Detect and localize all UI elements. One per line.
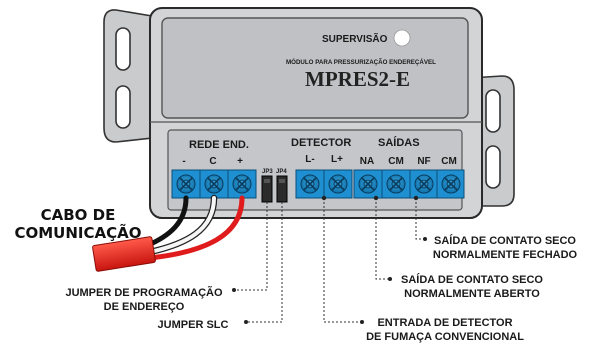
saidas-title: SAÍDAS [378,136,420,149]
contact-open-line1: SAÍDA DE CONTATO SECO [401,273,543,286]
terminal-screw [232,174,252,194]
contact-closed-line2: NORMALMENTE FECHADO [433,249,578,261]
jumper-prog-line2: DE ENDEREÇO [104,301,185,313]
supervision-label: SUPERVISÃO [322,32,388,45]
pin-label: C [209,156,216,167]
jumper-jp3 [261,175,273,203]
jumper-prog-line1: JUMPER DE PROGRAMAÇÃO [65,286,223,299]
supervision-led [393,29,411,47]
pin-label: CM [388,156,404,167]
cable-label-line1: CABO DE [41,206,116,224]
terminal-screw [204,174,224,194]
terminal-screw [414,174,434,194]
contact-open-line2: NORMALMENTE ABERTO [404,288,540,300]
contact-closed-line1: SAÍDA DE CONTATO SECO [434,234,576,247]
terminal-screw [300,174,320,194]
jumper-label: JP4 [276,169,287,175]
pin-label: NF [417,156,430,167]
model-title: MPRES2-E [305,67,410,91]
pin-label: CM [441,156,457,167]
cable-label-line2: COMUNICAÇÃO [15,223,142,242]
left-mounting-tab [103,9,153,143]
terminal-screw [358,174,378,194]
module-subtitle: MÓDULO PARA PRESSURIZAÇÃO ENDEREÇÁVEL [286,58,436,66]
jumper-label: JP3 [262,169,273,175]
detector-input-line1: ENTRADA DE DETECTOR [377,317,512,329]
pin-label: L- [305,154,314,165]
detector-input-line2: DE FUMAÇA CONVENCIONAL [366,331,524,343]
terminal-screw [328,174,348,194]
terminal-screw [176,174,196,194]
pin-label: L+ [331,154,343,165]
pin-label: NA [360,156,374,167]
rede-title: REDE END. [189,139,249,151]
jumper-slc-label: JUMPER SLC [158,319,229,331]
leader-lines [234,198,425,323]
terminal-screw [441,174,461,194]
pin-label: - [182,156,185,167]
pin-label: + [237,156,243,167]
saidas-terminal-block [353,169,465,199]
cable-sleeve [92,236,156,272]
terminal-screw [386,174,406,194]
detector-title: DETECTOR [291,137,351,149]
detector-terminal-block [295,169,353,199]
rede-terminal-block [171,169,257,199]
leader-dots [232,195,427,324]
label-panel [161,17,469,119]
jumper-jp4 [276,175,288,203]
